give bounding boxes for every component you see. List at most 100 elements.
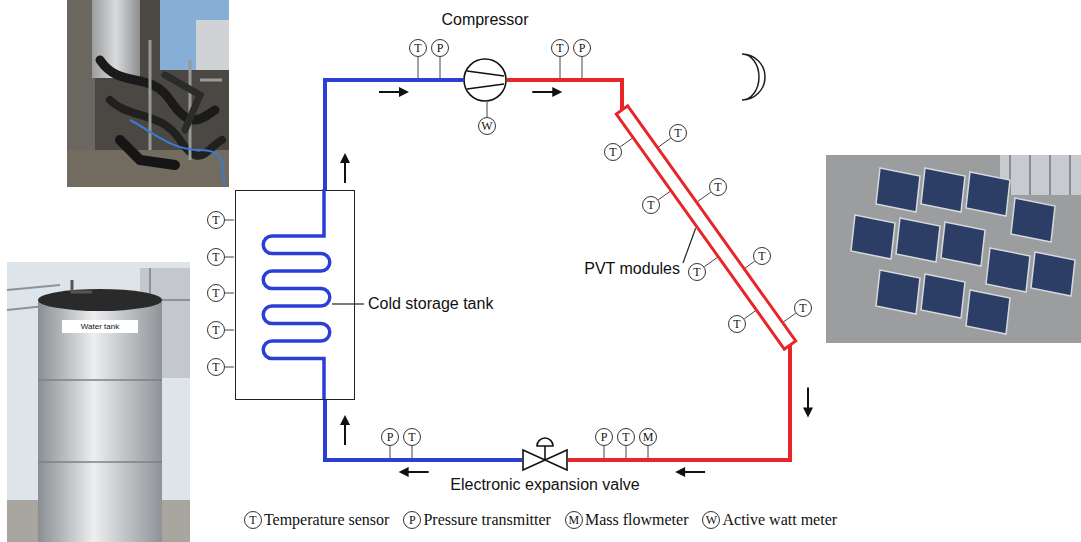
sensor-symbol: W — [702, 511, 720, 529]
pipe-line — [568, 345, 790, 460]
pipe-line — [325, 80, 463, 190]
sensor-lead — [225, 220, 234, 221]
sensor-letter: P — [409, 514, 416, 526]
legend: TTemperature sensorPPressure transmitter… — [0, 511, 1081, 529]
sensor-letter: T — [622, 431, 629, 443]
photo-building — [1000, 155, 1081, 195]
pvt-module — [616, 106, 795, 349]
compressor-line — [467, 71, 504, 76]
legend-item: MMass flowmeter — [565, 511, 689, 529]
sensor-symbol: T — [604, 143, 622, 161]
photo-roof — [826, 155, 1081, 343]
sensor-symbol: M — [565, 511, 583, 529]
component-label: Compressor — [441, 10, 528, 30]
flow-arrow-shaft — [683, 471, 705, 473]
photo-fence — [1010, 155, 1070, 195]
valve-stem — [544, 446, 546, 460]
flow-arrow-shaft — [807, 388, 809, 410]
leader-line — [332, 303, 364, 304]
pv-panel — [1031, 252, 1075, 296]
insulated-pipe — [165, 75, 200, 130]
sensor-symbol: T — [207, 211, 225, 229]
sensor-lead — [626, 446, 627, 458]
sensor-lead — [390, 446, 391, 458]
sensor-lead — [440, 57, 441, 78]
sensor-lead — [418, 57, 419, 78]
tank-node: Cold storage tank — [235, 190, 355, 400]
pv-panel — [851, 215, 895, 259]
sensor-letter: T — [212, 214, 219, 226]
valve-node: Electronic expansion valve — [522, 436, 568, 484]
sensor-letter: W — [706, 514, 717, 526]
sensor-symbol: T — [794, 299, 812, 317]
sensor-letter: T — [714, 181, 721, 193]
solar-panel-photo — [826, 155, 1081, 343]
heat-exchange-coil — [264, 189, 331, 399]
sensor-letter: T — [693, 266, 700, 278]
pipe-line — [507, 80, 622, 110]
pv-panel — [966, 172, 1010, 216]
sensor-symbol: P — [381, 428, 399, 446]
refrigerant-pipe — [325, 80, 463, 190]
flow-arrow-head — [803, 408, 813, 418]
sensor-letter: W — [481, 120, 492, 132]
sensor-symbol: T — [207, 358, 225, 376]
flow-arrow-head — [552, 87, 562, 97]
flow-arrow-head — [399, 467, 409, 477]
sensor-symbol: T — [617, 428, 635, 446]
sensor-symbol: T — [403, 428, 421, 446]
sensor-letter: T — [609, 146, 616, 158]
pv-panel — [921, 274, 965, 318]
sensor-letter: T — [647, 199, 654, 211]
flow-arrow-shaft — [407, 471, 429, 473]
coil-symbol — [234, 189, 354, 399]
sensor-symbol: T — [244, 511, 262, 529]
sensor-lead — [225, 367, 234, 368]
sensor-letter: T — [556, 42, 563, 54]
legend-text: Mass flowmeter — [585, 511, 689, 529]
sensor-letter: P — [601, 431, 608, 443]
pv-panel — [876, 270, 920, 314]
sensor-letter: T — [733, 318, 740, 330]
valve-body — [545, 450, 567, 470]
legend-item: WActive watt meter — [702, 511, 837, 529]
tank-sign — [62, 320, 138, 333]
component-label: Cold storage tank — [368, 294, 493, 314]
sensor-symbol: T — [551, 39, 569, 57]
photo-sign-text: Water tank — [81, 322, 119, 332]
sensor-lead — [604, 446, 605, 458]
sensor-symbol: P — [403, 511, 421, 529]
flow-arrow-shaft — [344, 161, 346, 183]
flow-arrow-shaft — [344, 423, 346, 445]
sensor-letter: P — [387, 431, 394, 443]
sensor-symbol: M — [639, 428, 657, 446]
sensor-lead — [658, 191, 670, 200]
photo-sky — [160, 0, 229, 70]
pvt-module-symbol — [600, 100, 810, 360]
sensor-lead — [412, 446, 413, 458]
sensor-letter: T — [212, 287, 219, 299]
sensor-lead — [487, 102, 488, 117]
sensor-symbol: T — [207, 284, 225, 302]
flow-arrow-shaft — [532, 91, 554, 93]
pv-panels — [851, 168, 1075, 334]
photo-pipe — [72, 280, 92, 292]
sensor-lead — [582, 57, 583, 78]
pipe-line — [325, 400, 522, 460]
compressor-line — [467, 84, 504, 89]
sensor-symbol: T — [642, 196, 660, 214]
pv-panel — [1011, 198, 1055, 242]
sensor-letter: T — [249, 514, 256, 526]
sensor-letter: T — [799, 302, 806, 314]
photo-frame — [150, 40, 222, 160]
sensor-symbol: W — [478, 117, 496, 135]
sensor-letter: T — [408, 431, 415, 443]
leader-line — [683, 228, 696, 263]
sensor-letter: T — [212, 251, 219, 263]
sensor-symbol: T — [207, 248, 225, 266]
sensor-lead — [225, 293, 234, 294]
sensor-symbol: T — [688, 263, 706, 281]
flow-arrow-shaft — [379, 91, 401, 93]
sensor-symbol: P — [431, 39, 449, 57]
